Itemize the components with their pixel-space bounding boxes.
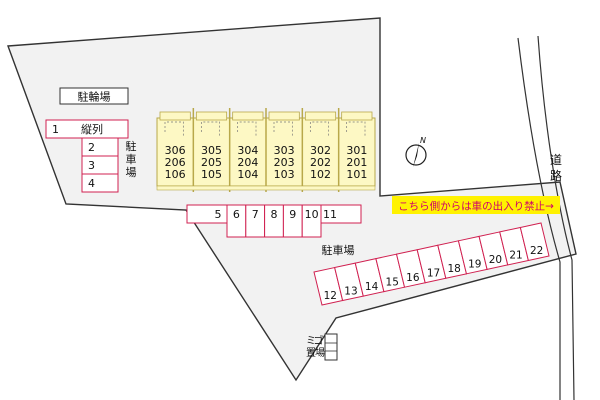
parking-space [81, 173, 119, 193]
unit-number: 306 [165, 144, 186, 157]
parking-space-number: 13 [344, 285, 357, 297]
garbage-area-label: ミゴ 置場 [306, 334, 327, 359]
unit-number: 301 [346, 144, 367, 157]
unit-number: 305 [201, 144, 222, 157]
parking-space-number: 19 [468, 259, 481, 271]
parking-space-number: 9 [289, 208, 296, 221]
balcony [232, 111, 264, 121]
parking-space-number: 17 [427, 268, 440, 280]
parking-spaces-diagonal: 12 13 14 15 16 17 18 19 20 21 22 [313, 222, 550, 306]
unit-number: 204 [237, 156, 258, 169]
parking-space-number: 21 [509, 250, 522, 262]
unit-number: 203 [274, 156, 295, 169]
parking-space-number: 6 [233, 208, 240, 221]
unit-number: 206 [165, 156, 186, 169]
unit-number: 105 [201, 168, 222, 181]
unit-number: 101 [346, 168, 367, 181]
bicycle-parking-box [59, 87, 129, 105]
parking-space [320, 204, 362, 224]
bicycle-parking-label: 駐輪場 [78, 90, 111, 104]
interior-outline [237, 121, 257, 136]
apartment-building: 3062061063052051053042041043032031033022… [156, 108, 376, 192]
unit-number: 202 [310, 156, 331, 169]
north-label: N [420, 136, 426, 145]
parking-space-number: 20 [489, 254, 502, 266]
unit-number: 106 [165, 168, 186, 181]
unit-number: 102 [310, 168, 331, 181]
balcony [195, 111, 228, 121]
balcony [159, 111, 191, 121]
parking-label-left: 駐車場 [126, 139, 137, 179]
road-edge-right [537, 35, 575, 400]
road-edge-left [517, 37, 561, 400]
parking-space-number: 5 [215, 208, 222, 221]
parking-space-number: 22 [530, 245, 543, 257]
parking-space-number: 3 [88, 159, 95, 172]
parking-lot-area [7, 17, 577, 382]
unit-number: 104 [237, 168, 258, 181]
unit-number: 205 [201, 156, 222, 169]
unit-number: 302 [310, 144, 331, 157]
parking-space-number: 10 [305, 208, 319, 221]
parking-space-number: 18 [447, 263, 460, 275]
unit-number: 303 [274, 144, 295, 157]
parking-label-center: 駐車場 [322, 243, 355, 257]
parking-space-number: 14 [365, 281, 379, 293]
interior-outline [164, 121, 184, 136]
parking-space-note: 縦列 [81, 122, 103, 136]
parking-space-number: 7 [252, 208, 259, 221]
unit-number: 304 [237, 144, 258, 157]
parking-space-number: 1 [52, 123, 59, 136]
no-entry-notice-box [392, 196, 560, 214]
balcony [341, 111, 373, 121]
interior-outline [200, 121, 221, 136]
balcony [268, 111, 300, 121]
corridor [156, 185, 376, 191]
unit-number: 201 [346, 156, 367, 169]
parking-space-number: 16 [406, 272, 420, 284]
parking-spaces-left: 1 縦列 2 3 4 [45, 119, 129, 193]
balcony [304, 111, 337, 121]
unit-number: 103 [274, 168, 295, 181]
parking-space [519, 222, 550, 262]
interior-outline [309, 121, 330, 136]
road-label: 道路 [550, 153, 562, 183]
parking-space-number: 2 [88, 141, 95, 154]
parking-space-number: 4 [88, 177, 95, 190]
interior-outline [273, 121, 293, 136]
garbage-area-box [324, 333, 338, 361]
interior-outline [346, 121, 366, 136]
parking-space-number: 11 [323, 208, 337, 221]
parking-space-number: 12 [324, 290, 337, 302]
north-arrow-icon: N [405, 136, 427, 167]
parking-space-number: 15 [386, 276, 399, 288]
no-entry-notice: こちら側からは車の出入り禁止→ [398, 200, 554, 213]
parking-space-number: 8 [271, 208, 278, 221]
